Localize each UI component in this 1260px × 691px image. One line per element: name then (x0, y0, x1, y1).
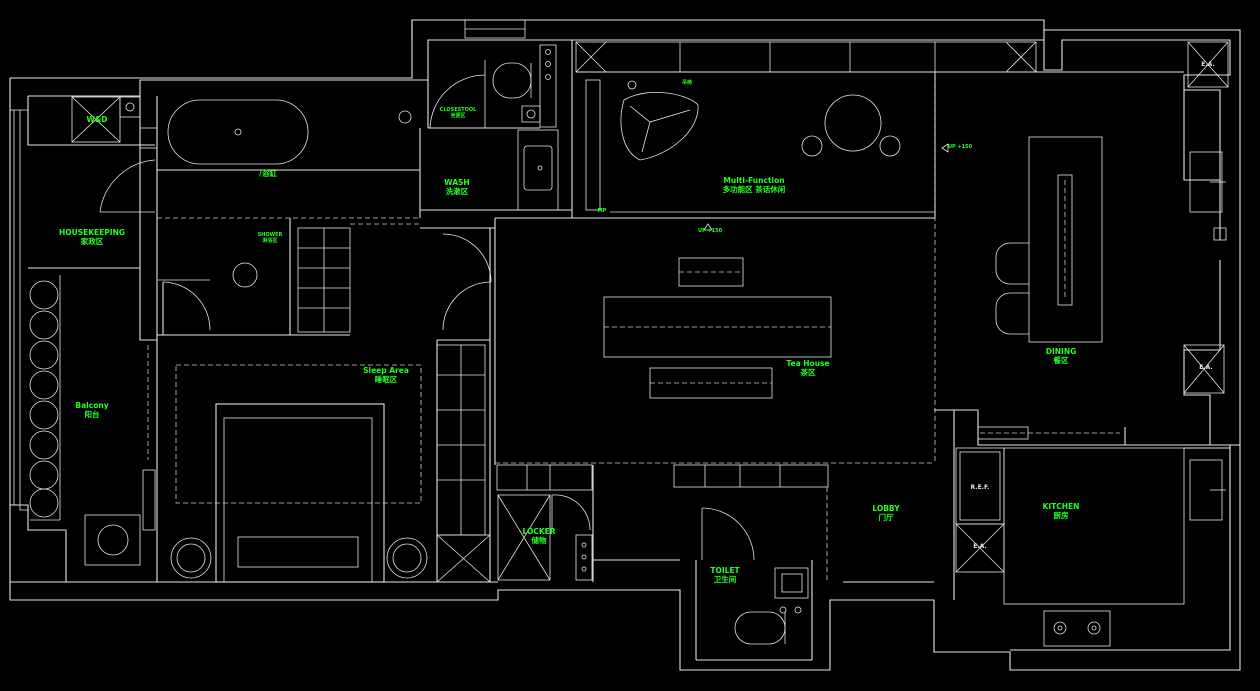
step-up-marker-dining: UP +150 (947, 144, 973, 150)
housekeeping-cn: 家政区 (80, 236, 104, 246)
sleep-zone (156, 218, 496, 583)
teahouse-en: Tea House (786, 359, 830, 368)
ref-marker: R.E.F. (970, 484, 990, 491)
balcony-cn: 阳台 (84, 409, 100, 419)
entry-zone (496, 464, 934, 661)
locker-en: LOCKER (522, 527, 556, 536)
wash-en: WASH (444, 178, 470, 187)
shower-cn: 淋浴区 (262, 237, 278, 244)
hang-cn: 吊椅 (681, 80, 693, 86)
balcony-planters (29, 275, 61, 521)
teahouse-cn: 茶区 (800, 367, 816, 377)
living-zone (495, 39, 1044, 464)
housekeeping-en: HOUSEKEEPING (58, 228, 126, 237)
bath-cn: /浴缸 (259, 169, 277, 178)
locker-cn: 储物 (531, 535, 547, 545)
kitchen-zone (955, 447, 1230, 647)
sleep-en: Sleep Area (363, 366, 409, 375)
multi-en: Multi-Function (723, 176, 785, 185)
sleep-cn: 睡眠区 (374, 374, 398, 384)
balcony-walls (28, 96, 157, 566)
multi-cn: 多功能区 茶话休闲 (722, 184, 786, 194)
balcony-en: Balcony (75, 401, 109, 410)
closestool-en: CLOSESTOOL (439, 107, 477, 113)
bath-zone (71, 19, 572, 340)
kitchen-cn: 厨房 (1053, 510, 1069, 520)
outer-wall (9, 19, 1241, 671)
wd-en: W&D (86, 115, 108, 124)
ea-marker-mid: E.A. (1199, 364, 1213, 371)
dining-cn: 餐区 (1053, 355, 1069, 365)
shower-en: SHOWER (257, 232, 283, 238)
toilet-cn: 卫生间 (713, 574, 737, 584)
lobby-en: LOBBY (872, 504, 900, 513)
step-up-marker: UP +150 (697, 228, 723, 234)
toilet-en: TOILET (710, 566, 740, 575)
ea-marker-top: E.A. (1201, 61, 1215, 68)
closestool-cn: 坐便区 (450, 112, 466, 119)
hang-chair-label: 吊椅 (681, 80, 693, 87)
bath-label: /浴缸 (259, 169, 277, 179)
lobby-cn: 门厅 (878, 512, 894, 522)
mp-marker: MP (597, 208, 607, 214)
kitchen-en: KITCHEN (1042, 502, 1080, 511)
wash-cn: 洗漱区 (445, 186, 469, 196)
wd-label: W&D (86, 115, 108, 125)
ea-marker-kitchen: E.A. (973, 543, 987, 550)
dining-en: DINING (1045, 347, 1077, 356)
dining-zone (935, 71, 1227, 440)
